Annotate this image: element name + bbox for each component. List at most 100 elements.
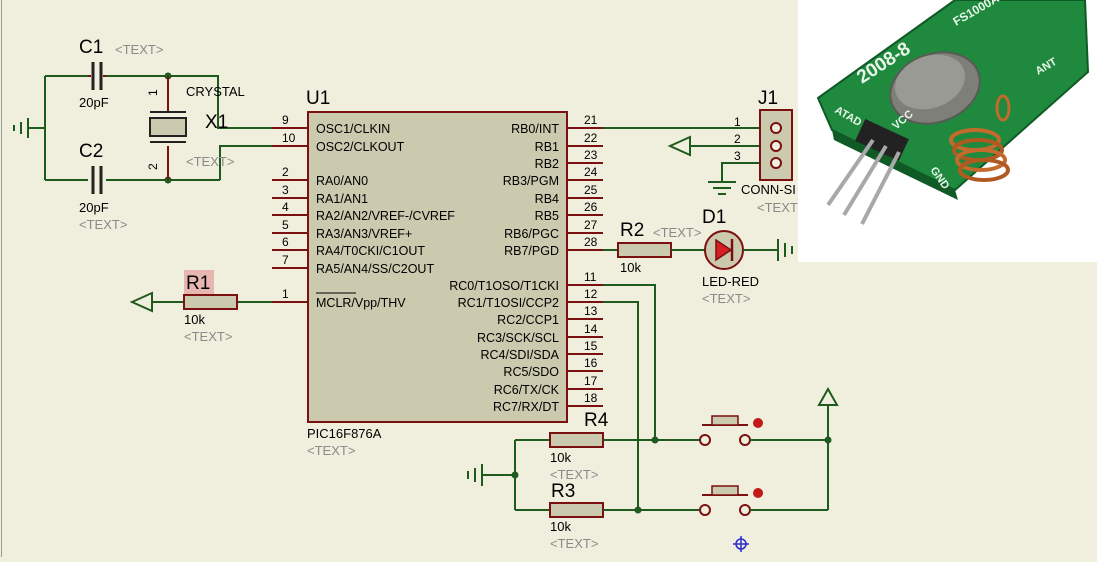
u1-pin-13-name: RC2/CCP1 [497, 313, 559, 327]
u1-pin-28-name: RB7/PGD [504, 244, 559, 258]
u1-pin-3-number: 3 [282, 183, 289, 197]
x1-pin1: 1 [146, 89, 160, 96]
r1-ref: R1 [186, 273, 210, 294]
c1-text-placeholder: <TEXT> [115, 42, 163, 57]
button-state-indicator [753, 488, 763, 498]
u1-pin-11-name: RC0/T1OSO/T1CKI [449, 279, 559, 293]
u1-pin-9-name: OSC1/CLKIN [316, 122, 390, 136]
x1-pin2: 2 [146, 163, 160, 170]
u1-pin-14-number: 14 [584, 322, 598, 336]
power-terminal-arrow [817, 386, 839, 406]
j1-pin3: 3 [734, 149, 741, 163]
u1-pin-15-name: RC4/SDI/SDA [481, 348, 560, 362]
power-terminal-arrow [667, 135, 691, 157]
microcontroller-u1[interactable]: 9OSC1/CLKIN10OSC2/CLKOUT2RA0/AN03RA1/AN1… [272, 111, 603, 423]
led-section [603, 230, 793, 270]
u1-pin-27-number: 27 [584, 218, 598, 232]
u1-pin-21-number: 21 [584, 113, 598, 127]
u1-pin-17-number: 17 [584, 374, 598, 388]
u1-pin-1-name: MCLR/Vpp/THV [316, 296, 406, 310]
u1-pin-16-number: 16 [584, 356, 598, 370]
capacitor-c1[interactable] [88, 62, 106, 90]
crosshair-cursor-icon [733, 536, 749, 552]
u1-pin-4-number: 4 [282, 200, 289, 214]
u1-pin-10-name: OSC2/CLKOUT [316, 140, 405, 154]
r4-text-placeholder: <TEXT> [550, 467, 598, 482]
u1-pin-12-number: 12 [584, 287, 598, 301]
r1-value: 10k [184, 312, 205, 327]
u1-pin-1-number: 1 [282, 287, 289, 301]
r4-value: 10k [550, 450, 571, 465]
resistor-r1[interactable] [183, 294, 238, 310]
c1-value: 20pF [79, 95, 109, 110]
crystal-section: C1 <TEXT> 20pF C2 20pF <TEXT> 1 2 CRYSTA… [13, 37, 272, 232]
u1-pin-9-number: 9 [282, 113, 289, 127]
u1-pin-11-number: 11 [584, 270, 597, 284]
u1-ref: U1 [306, 88, 330, 109]
u1-pin-4-name: RA2/AN2/VREF-/CVREF [316, 209, 455, 223]
u1-part-name: PIC16F876A [307, 426, 382, 441]
r4-ref: R4 [584, 410, 609, 431]
u1-pin-12-name: RC1/T1OSI/CCP2 [458, 296, 559, 310]
u1-pin-7-number: 7 [282, 253, 289, 267]
antenna-coil [949, 94, 1011, 182]
r3-value: 10k [550, 519, 571, 534]
resistor-r2[interactable] [617, 242, 672, 258]
r1-highlight [184, 270, 214, 294]
u1-pin-23-name: RB2 [535, 157, 559, 171]
u1-pin-15-number: 15 [584, 339, 598, 353]
u1-pin-27-name: RB6/PGC [504, 227, 559, 241]
r2-text-placeholder: <TEXT> [653, 225, 701, 240]
u1-pin-26-number: 26 [584, 200, 598, 214]
resistor-r1-section [129, 270, 272, 313]
push-button-2[interactable] [699, 485, 763, 516]
x1-value: CRYSTAL [186, 84, 245, 99]
u1-pin-6-name: RA4/T0CKI/C1OUT [316, 244, 425, 258]
r3-text-placeholder: <TEXT> [550, 536, 598, 551]
u1-pin-14-name: RC3/SCK/SCL [477, 331, 559, 345]
u1-pin-22-name: RB1 [535, 140, 559, 154]
u1-pin-5-number: 5 [282, 218, 289, 232]
osc2-net [219, 145, 272, 180]
x1-ref: X1 [205, 112, 228, 133]
u1-pins: 9OSC1/CLKIN10OSC2/CLKOUT2RA0/AN03RA1/AN1… [272, 113, 603, 414]
x1-text-placeholder: <TEXT> [186, 154, 234, 169]
u1-pin-18-name: RC7/RX/DT [493, 400, 559, 414]
u1-pin-7-name: RA5/AN4/SS/C2OUT [316, 262, 434, 276]
u1-pin-26-name: RB5 [535, 209, 559, 223]
u1-pin-25-number: 25 [584, 183, 598, 197]
j1-text-placeholder: <TEXT> [757, 200, 805, 215]
header-pins [826, 118, 909, 225]
u1-pin-2-name: RA0/AN0 [316, 174, 368, 188]
u1-text-placeholder: <TEXT> [307, 443, 355, 458]
led-d1[interactable] [704, 230, 744, 270]
r2-value: 10k [620, 260, 641, 275]
u1-pin-25-name: RB4 [535, 192, 559, 206]
u1-pin-21-name: RB0/INT [511, 122, 559, 136]
j1-ref: J1 [758, 88, 778, 109]
ground-symbol [13, 118, 29, 138]
d1-text-placeholder: <TEXT> [702, 291, 750, 306]
u1-pin-3-name: RA1/AN1 [316, 192, 368, 206]
u1-pin-23-number: 23 [584, 148, 598, 162]
crystal-x1[interactable] [149, 76, 187, 180]
u1-pin-24-name: RB3/PGM [503, 174, 559, 188]
d1-ref: D1 [702, 207, 726, 228]
connector-j1-section [603, 109, 793, 195]
rf-module-photo: 2008-8 FS1000A ANT ATAD VCC GND [798, 0, 1097, 262]
capacitor-c2[interactable] [91, 166, 103, 194]
c2-value: 20pF [79, 200, 109, 215]
resistor-r4[interactable] [549, 432, 604, 448]
u1-pin-16-name: RC5/SDO [503, 365, 559, 379]
u1-pin-2-number: 2 [282, 165, 289, 179]
resistor-r3[interactable] [549, 502, 604, 518]
ground-symbol [467, 464, 483, 486]
power-terminal-arrow [129, 291, 153, 313]
r2-ref: R2 [620, 220, 644, 241]
ground-symbol [777, 239, 793, 261]
u1-pin-17-name: RC6/TX/CK [494, 383, 560, 397]
u1-pin-24-number: 24 [584, 165, 598, 179]
u1-pin-22-number: 22 [584, 131, 598, 145]
